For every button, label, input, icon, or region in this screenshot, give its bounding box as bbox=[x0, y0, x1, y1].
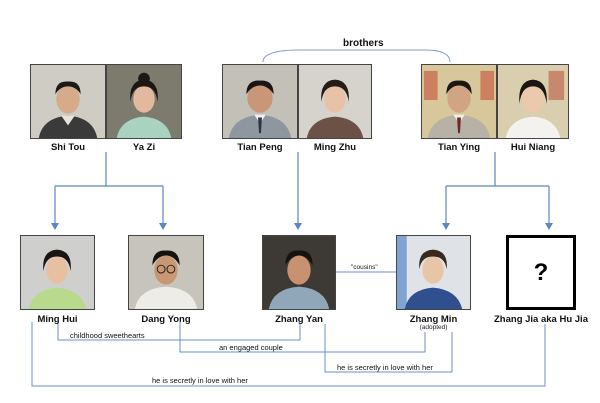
name-hui-niang: Hui Niang bbox=[510, 142, 556, 153]
portrait-woman-icon bbox=[299, 65, 371, 138]
portrait-man-glasses-icon bbox=[129, 236, 203, 309]
portrait-woman-icon bbox=[397, 236, 470, 309]
engaged-couple-label: an engaged couple bbox=[219, 343, 283, 352]
name-ming-hui: Ming Hui bbox=[37, 314, 78, 325]
arrowhead-zhang-yan bbox=[294, 223, 302, 230]
childhood-sweethearts-label: childhood sweethearts bbox=[70, 331, 145, 340]
photo-zhang-yan bbox=[262, 235, 336, 310]
name-zhang-min: Zhang Min bbox=[409, 314, 458, 325]
childhood-sweethearts-line bbox=[57, 322, 301, 341]
photo-tian-ying bbox=[421, 64, 497, 139]
name-ya-zi: Ya Zi bbox=[132, 142, 156, 153]
secret-love-dang-yong-label: he is secretly in love with her bbox=[152, 376, 248, 385]
photo-ming-hui bbox=[20, 235, 95, 310]
portrait-man-icon bbox=[422, 65, 496, 138]
name-tian-peng: Tian Peng bbox=[237, 142, 283, 153]
adopted-note: (adopted) bbox=[419, 324, 448, 331]
unknown-person-box: ? bbox=[506, 235, 576, 310]
photo-shi-tou bbox=[30, 64, 106, 139]
arrowhead-ming-hui bbox=[51, 223, 59, 230]
cousins-label: "cousins" bbox=[351, 264, 378, 271]
arrowhead-zhang-min bbox=[442, 223, 450, 230]
name-ming-zhu: Ming Zhu bbox=[313, 142, 357, 153]
photo-ya-zi bbox=[106, 64, 182, 139]
arrowhead-zhang-jia bbox=[545, 223, 553, 230]
portrait-woman-icon bbox=[21, 236, 94, 309]
brothers-label: brothers bbox=[343, 38, 384, 49]
name-zhang-jia: Zhang Jia aka Hu Jia bbox=[494, 314, 588, 325]
photo-hui-niang bbox=[497, 64, 569, 139]
name-shi-tou: Shi Tou bbox=[50, 142, 86, 153]
engaged-couple-line bbox=[179, 322, 426, 353]
secret-love-dang-yong-line bbox=[31, 322, 546, 387]
parent-connector-right bbox=[445, 152, 550, 228]
secret-love-zhang-yan-label: he is secretly in love with her bbox=[337, 363, 433, 372]
portrait-man-icon bbox=[223, 65, 297, 138]
parent-connector-left bbox=[54, 152, 164, 228]
portrait-man-icon bbox=[263, 236, 335, 309]
name-dang-yong: Dang Yong bbox=[141, 314, 191, 325]
portrait-woman-icon bbox=[498, 65, 568, 138]
name-zhang-yan: Zhang Yan bbox=[275, 314, 323, 325]
portrait-woman-icon bbox=[107, 65, 181, 138]
portrait-man-icon bbox=[31, 65, 105, 138]
brothers-arc bbox=[262, 49, 451, 63]
photo-dang-yong bbox=[128, 235, 204, 310]
question-mark-icon: ? bbox=[533, 258, 549, 286]
photo-zhang-min bbox=[396, 235, 471, 310]
arrowhead-dang-yong bbox=[159, 223, 167, 230]
name-tian-ying: Tian Ying bbox=[437, 142, 481, 153]
photo-tian-peng bbox=[222, 64, 298, 139]
secret-love-zhang-yan-line bbox=[324, 324, 453, 373]
photo-ming-zhu bbox=[298, 64, 372, 139]
